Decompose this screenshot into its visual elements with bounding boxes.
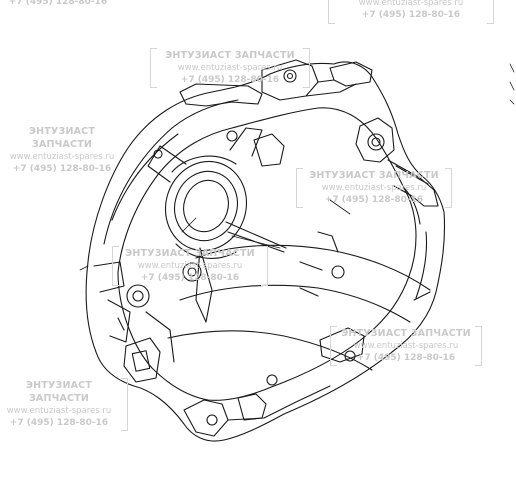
ext-line-left	[79, 265, 89, 271]
left-ribs	[107, 299, 131, 343]
left-tab	[93, 261, 125, 293]
housing-inner-rim	[117, 107, 417, 401]
bottom-foot	[183, 399, 229, 437]
watermark-center: ЭНТУЗИАСТ ЗАПЧАСТИ www.entuziast-spares.…	[112, 246, 268, 287]
bearing-boss-inner	[174, 170, 238, 242]
housing-outline	[85, 61, 446, 442]
right-lower-hole	[331, 265, 345, 279]
top-lug-hole-inner	[286, 72, 294, 80]
watermark-phone: +7 (495) 128-80-16	[8, 0, 108, 7]
housing-back-wall-2	[179, 284, 411, 323]
bearing-bore	[183, 179, 229, 233]
lower-left-pocket	[123, 337, 161, 383]
watermark-phone: +7 (495) 128-80-16	[324, 195, 424, 206]
watermark-title: ЭНТУЗИАСТ ЗАПЧАСТИ	[25, 380, 93, 404]
watermark-url: www.entuziast-spares.ru	[358, 0, 464, 8]
watermark-right-mid: ЭНТУЗИАСТ ЗАПЧАСТИ www.entuziast-spares.…	[296, 168, 452, 209]
right-side-stripes	[299, 231, 339, 297]
upper-left-sweep-2	[111, 133, 179, 221]
small-hole-1	[226, 130, 238, 142]
rib-3	[195, 247, 213, 323]
housing-lower-wall	[167, 330, 373, 371]
rib-1	[225, 221, 287, 249]
watermark-url: www.entuziast-spares.ru	[177, 62, 283, 73]
housing-back-wall	[195, 244, 431, 291]
inner-bracket	[253, 133, 285, 167]
watermark-url: www.entuziast-spares.ru	[353, 340, 459, 351]
lower-left-slot	[131, 350, 151, 372]
watermark-url: www.entuziast-spares.ru	[137, 260, 243, 271]
lead-line	[231, 235, 281, 249]
watermark-phone: +7 (495) 128-80-16	[9, 418, 109, 429]
right-lower-lug	[319, 327, 365, 363]
watermark-url: www.entuziast-spares.ru	[9, 151, 115, 162]
watermark-url: www.entuziast-spares.ru	[6, 405, 112, 416]
lead-line-3	[181, 217, 197, 233]
watermark-phone: +7 (495) 128-80-16	[140, 273, 240, 284]
right-ear-hole-inner	[371, 137, 381, 147]
bottom-right-hole	[266, 374, 278, 386]
bottom-web	[227, 385, 331, 421]
watermark-top-left: +7 (495) 128-80-16	[0, 0, 116, 10]
watermark-top-right: www.entuziast-spares.ru +7 (495) 128-80-…	[328, 0, 494, 24]
ext-line-right	[509, 63, 515, 105]
bottom-hole	[206, 414, 218, 426]
upper-left-sweep	[103, 99, 239, 245]
top-flange	[179, 83, 263, 107]
rib-5	[229, 127, 263, 157]
left-boss	[126, 284, 150, 308]
center-boss	[182, 262, 202, 282]
watermark-phone: +7 (495) 128-80-16	[361, 10, 461, 21]
watermark-phone: +7 (495) 128-80-16	[180, 75, 280, 86]
lead-line-2	[329, 199, 351, 215]
bearing-boss-shoulder	[171, 155, 237, 173]
center-boss-hole	[187, 267, 197, 277]
right-ear-hole	[367, 133, 385, 151]
top-lug	[261, 59, 319, 101]
watermark-title: ЭНТУЗИАСТ ЗАПЧАСТИ	[125, 248, 255, 259]
watermark-phone: +7 (495) 128-80-16	[12, 164, 112, 175]
watermark-title: ЭНТУЗИАСТ ЗАПЧАСТИ	[341, 328, 471, 339]
bottom-rib	[237, 393, 267, 421]
watermark-title: ЭНТУЗИАСТ ЗАПЧАСТИ	[28, 126, 96, 150]
watermark-top-center: ЭНТУЗИАСТ ЗАПЧАСТИ www.entuziast-spares.…	[150, 48, 310, 89]
top-bracket-web	[305, 79, 357, 97]
right-lever	[387, 159, 439, 207]
lower-left-rib	[145, 311, 175, 363]
left-boss-hole	[132, 290, 144, 302]
right-ear	[355, 117, 395, 163]
right-rim-detail	[403, 187, 431, 301]
watermark-phone: +7 (495) 128-80-16	[356, 353, 456, 364]
bearing-boss-outer	[164, 160, 248, 252]
watermark-title: ЭНТУЗИАСТ ЗАПЧАСТИ	[309, 170, 439, 181]
right-lever-2	[395, 165, 429, 185]
watermark-bottom-left: ЭНТУЗИАСТ ЗАПЧАСТИ www.entuziast-spares.…	[0, 378, 128, 432]
small-hole-2	[153, 149, 163, 159]
watermark-right-low: ЭНТУЗИАСТ ЗАПЧАСТИ www.entuziast-spares.…	[330, 326, 482, 367]
top-bracket	[329, 61, 373, 87]
watermark-left: ЭНТУЗИАСТ ЗАПЧАСТИ www.entuziast-spares.…	[0, 124, 132, 177]
watermark-url: www.entuziast-spares.ru	[321, 182, 427, 193]
top-lug-hole	[283, 69, 297, 83]
watermark-title: ЭНТУЗИАСТ ЗАПЧАСТИ	[165, 50, 295, 61]
